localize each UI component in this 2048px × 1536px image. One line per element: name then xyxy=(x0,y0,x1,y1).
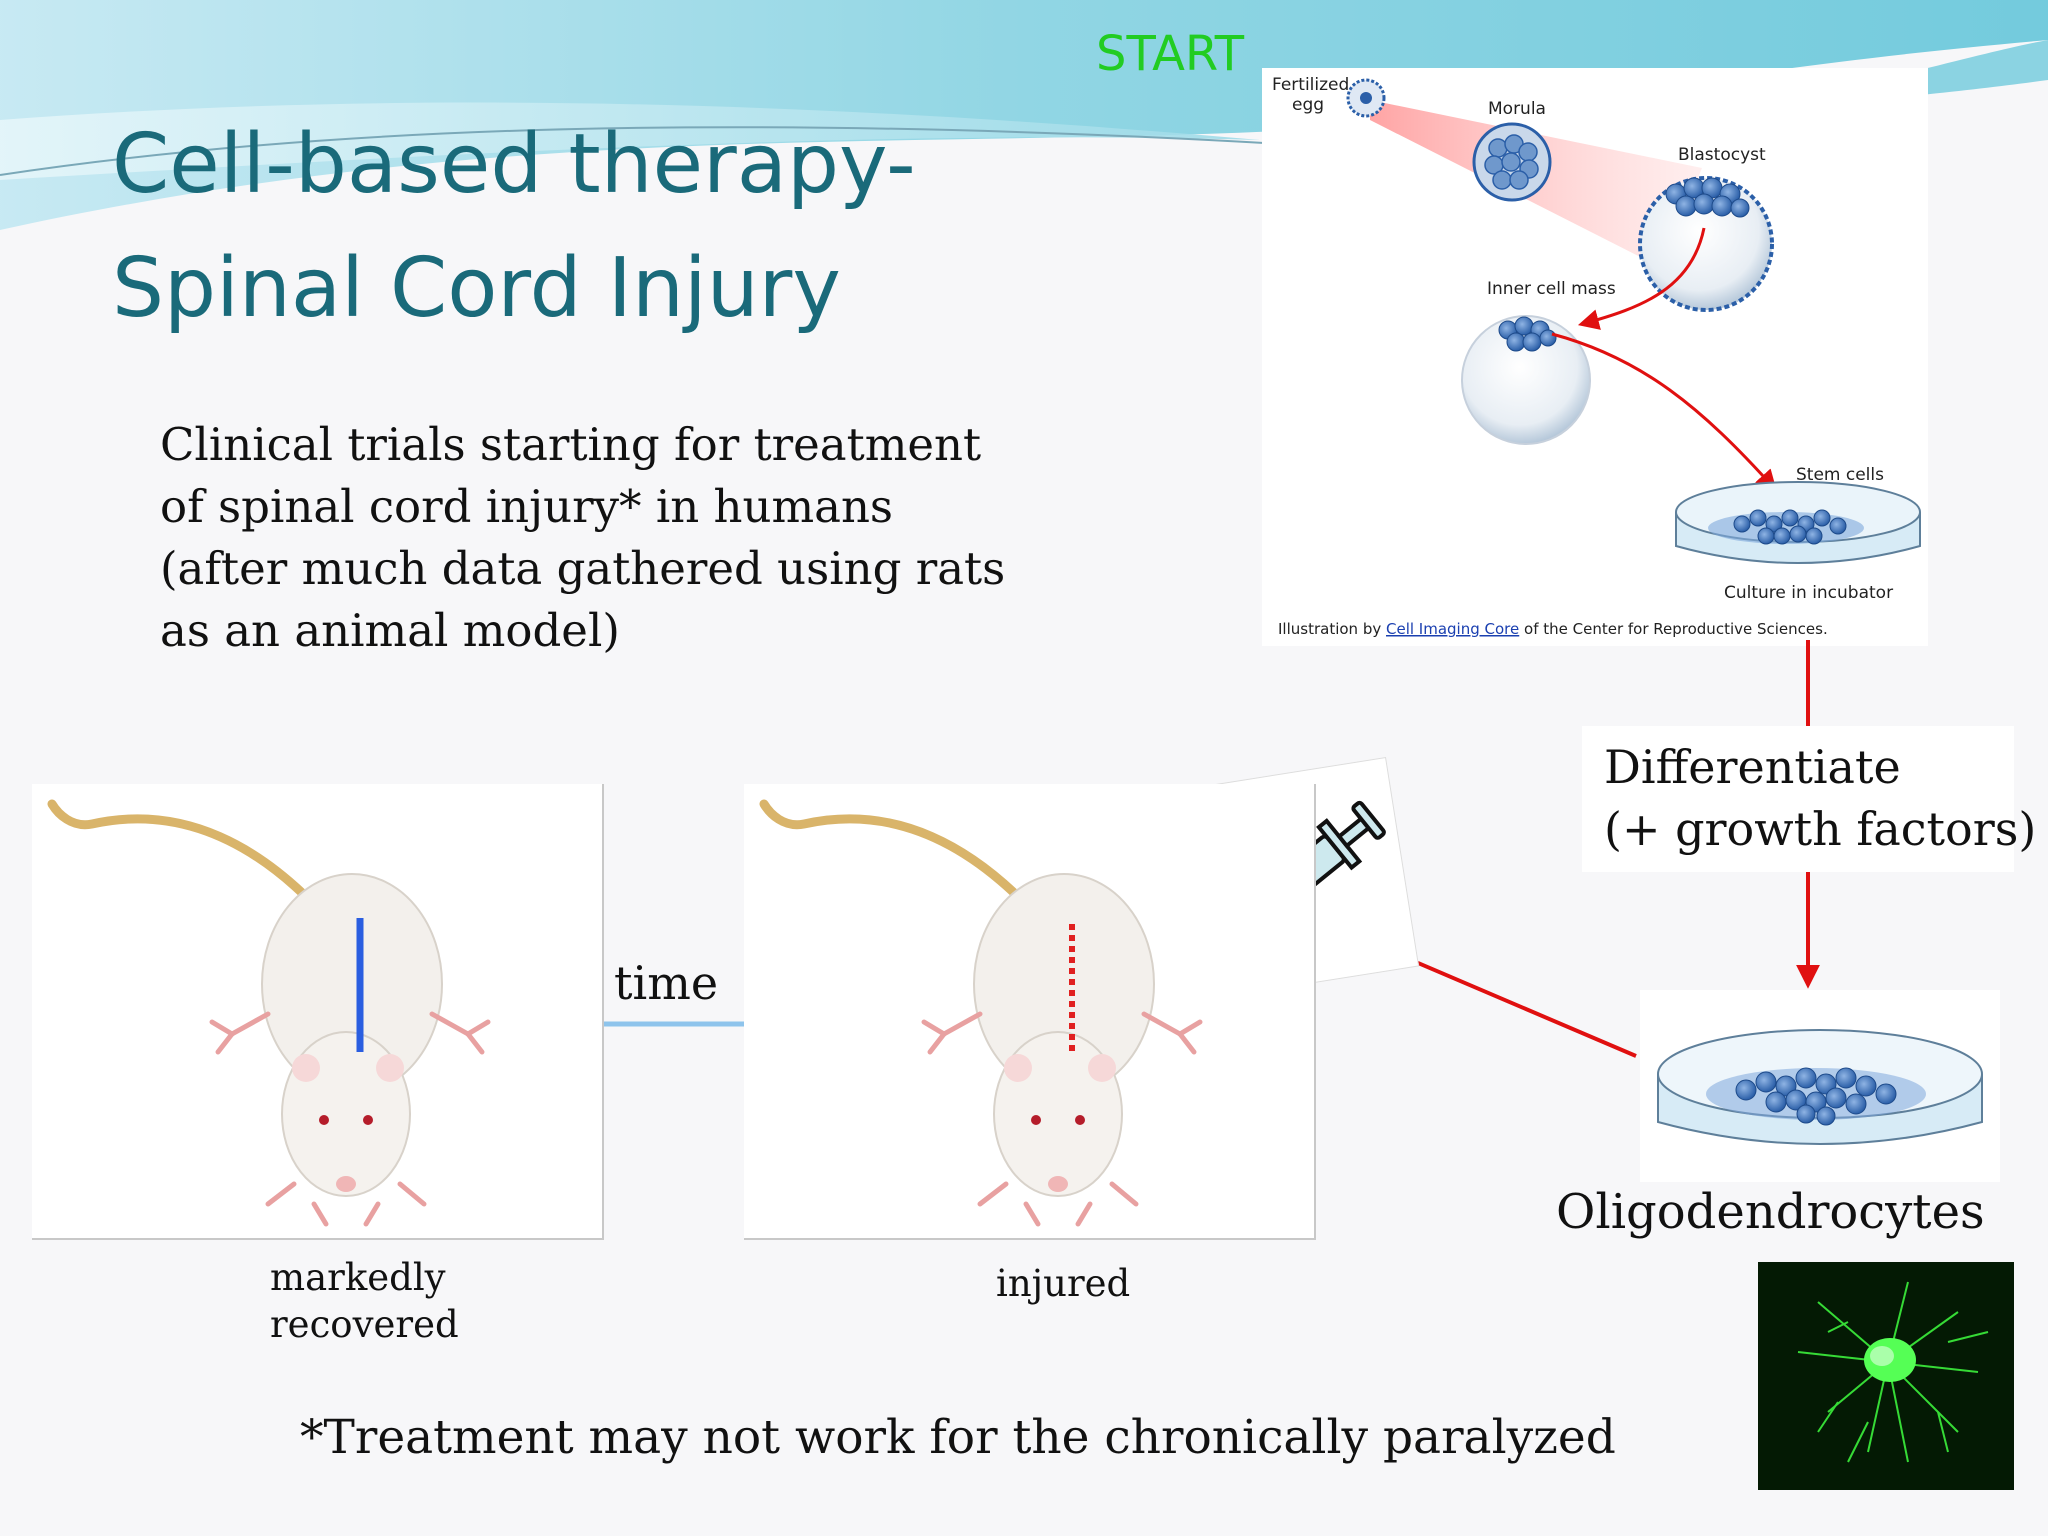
oligodendrocytes-label: Oligodendrocytes xyxy=(1556,1184,1985,1240)
oligodendrocyte-dish-icon xyxy=(1657,1029,1983,1145)
rat-panel-recovered xyxy=(32,784,604,1240)
rat-panel-injured xyxy=(744,784,1316,1240)
body-line-2: of spinal cord injury* in humans xyxy=(160,480,894,533)
caption-recovered: markedly recovered xyxy=(270,1254,459,1348)
body-line-1: Clinical trials starting for treatment xyxy=(160,418,982,471)
figure-credit: Illustration by Cell Imaging Core of the… xyxy=(1278,620,1828,638)
inner-cell-mass-icon xyxy=(1461,315,1591,445)
label-fertilized-2: egg xyxy=(1292,95,1324,115)
oligodendrocyte-dish-figure xyxy=(1640,990,2000,1182)
start-label: START xyxy=(1096,26,1245,82)
label-fertilized-1: Fertilized xyxy=(1272,75,1349,95)
rat-recovered-image xyxy=(47,799,491,1227)
label-culture: Culture in incubator xyxy=(1724,583,1893,603)
rat-injured-image xyxy=(759,799,1203,1227)
embryo-figure: Fertilized egg Morula Blastocyst xyxy=(1262,68,1928,646)
differentiate-line-2: (+ growth factors) xyxy=(1604,802,2037,856)
blastocyst-icon xyxy=(1638,176,1774,312)
differentiate-box: Differentiate (+ growth factors) xyxy=(1582,726,2037,872)
arrow-icm-to-culture xyxy=(1551,332,1777,492)
micrograph-image xyxy=(1758,1262,2014,1490)
label-stem-cells: Stem cells xyxy=(1796,465,1884,485)
time-label: time xyxy=(614,956,719,1010)
embryo-diagram: Fertilized egg Morula Blastocyst xyxy=(1272,75,1921,638)
slide-title-line-2: Spinal Cord Injury xyxy=(112,241,841,336)
caption-recovered-line-1: markedly xyxy=(270,1256,446,1299)
body-line-3: (after much data gathered using rats xyxy=(160,542,1006,595)
fertilized-egg-icon xyxy=(1346,78,1386,118)
slide-title-line-1: Cell-based therapy- xyxy=(112,117,916,212)
label-morula: Morula xyxy=(1488,99,1546,119)
label-inner-cell-mass: Inner cell mass xyxy=(1487,279,1616,299)
caption-injured: injured xyxy=(996,1262,1131,1305)
label-blastocyst: Blastocyst xyxy=(1678,145,1766,165)
body-text: Clinical trials starting for treatment o… xyxy=(160,414,1020,662)
morula-icon xyxy=(1472,122,1552,202)
caption-recovered-line-2: recovered xyxy=(270,1303,459,1346)
oligodendrocyte-micrograph xyxy=(1758,1262,2014,1490)
footnote: *Treatment may not work for the chronica… xyxy=(300,1410,1616,1465)
credit-link[interactable]: Cell Imaging Core xyxy=(1386,620,1519,638)
body-line-4: as an animal model) xyxy=(160,604,620,657)
differentiate-line-1: Differentiate xyxy=(1604,740,1901,794)
arrow-blastocyst-to-icm xyxy=(1577,227,1706,330)
culture-dish-icon xyxy=(1675,481,1921,564)
